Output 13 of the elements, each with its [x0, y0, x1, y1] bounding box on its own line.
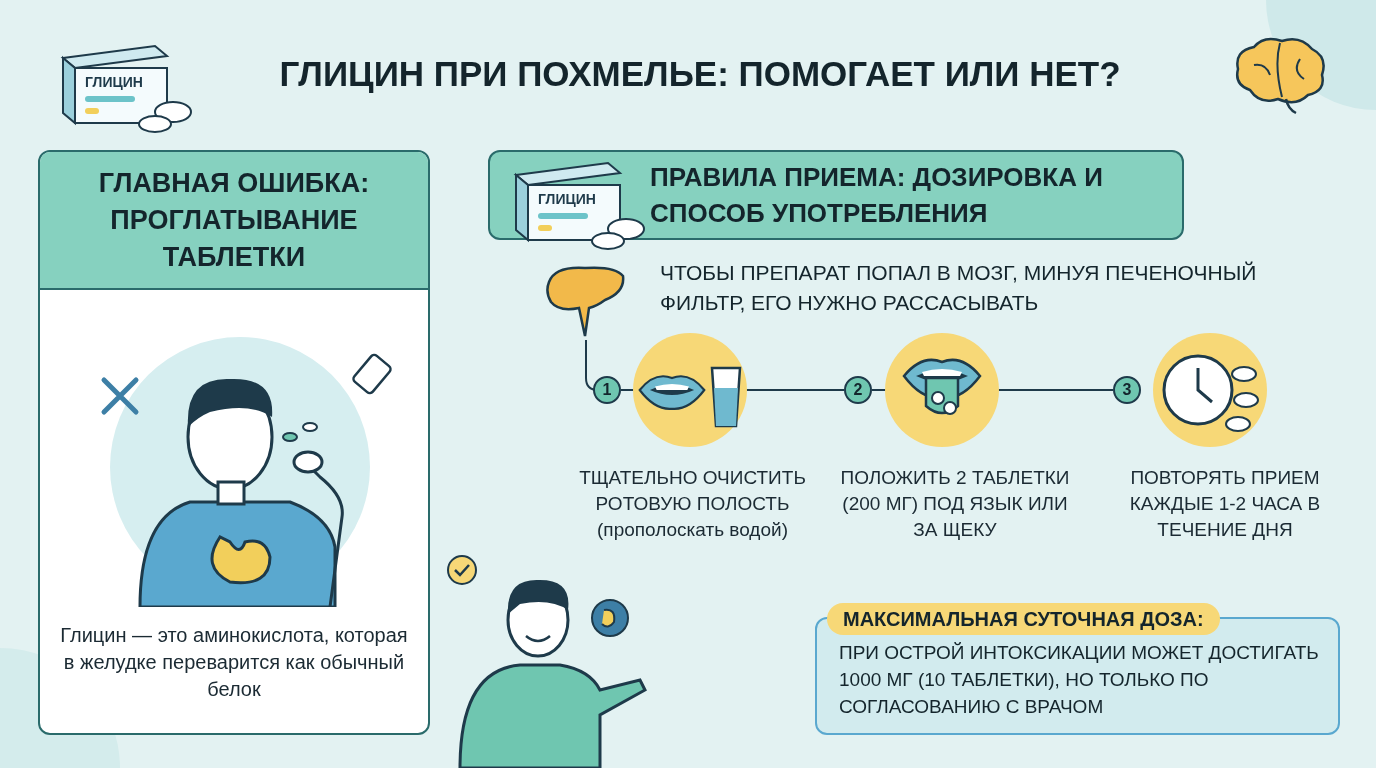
info-card [38, 150, 430, 735]
package-label: ГЛИЦИН [85, 73, 143, 92]
card-heading: ГЛАВНАЯ ОШИБКА: ПРОГЛАТЫВАНИЕ ТАБЛЕТКИ [97, 166, 371, 274]
section-heading: ПРАВИЛА ПРИЕМА: ДОЗИРОВКА И СПОСОБ УПОТРЕБЛЕНИЯ [650, 161, 1104, 230]
instruction-text: ЧТОБЫ ПРЕПАРАТ ПОПАЛ В МОЗГ, МИНУЯ ПЕЧЕНОЧНЫЙ ФИЛЬТР, ЕГО НУЖНО РАССАСЫВАТЬ [660, 260, 1258, 316]
step-caption: ПОВТОРЯТЬ ПРИЕМ КАЖДЫЕ 1-2 ЧАСА В ТЕЧЕНИЕ ДНЯ [1128, 466, 1322, 542]
page-title: ГЛИЦИН ПРИ ПОХМЕЛЬЕ: ПОМОГАЕТ ИЛИ НЕТ? [278, 53, 1122, 95]
step-caption: ПОЛОЖИТЬ 2 ТАБЛЕТКИ (200 МГ) ПОД ЯЗЫК ИЛИ ЗА ЩЕКУ [839, 466, 1071, 542]
note-heading: МАКСИМАЛЬНАЯ СУТОЧНАЯ ДОЗА: [827, 603, 1220, 635]
note-text: ПРИ ОСТРОЙ ИНТОКСИКАЦИИ МОЖЕТ ДОСТИГАТЬ 1000 МГ (10 ТАБЛЕТКИ), НО ТОЛЬКО ПО СОГЛАСОВАНИЮ С ВРАЧОМ [839, 641, 1320, 719]
package-label: ГЛИЦИН [538, 190, 596, 209]
step-caption: ТЩАТЕЛЬНО ОЧИСТИТЬ РОТОВУЮ ПОЛОСТЬ (прополоскать водой) [578, 466, 807, 542]
card-body-text: Глицин — это аминокислота, которая в желудке переварится как обычный белок [59, 623, 409, 702]
